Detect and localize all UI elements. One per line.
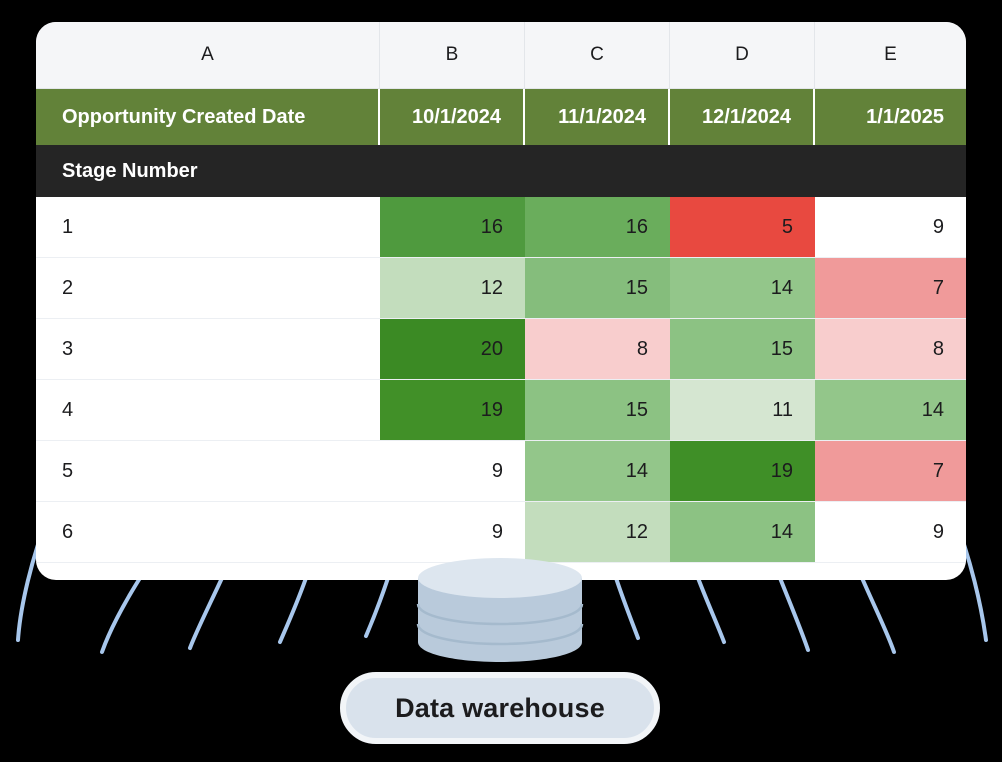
column-header-c[interactable]: C xyxy=(525,22,670,88)
value-cell[interactable]: 9 xyxy=(380,502,525,562)
column-header-d[interactable]: D xyxy=(670,22,815,88)
value-cell[interactable]: 19 xyxy=(670,441,815,501)
column-letter-row: A B C D E xyxy=(36,22,966,89)
section-header-row: Stage Number xyxy=(36,145,966,197)
value-cell[interactable]: 11 xyxy=(670,380,815,440)
value-cell[interactable]: 12 xyxy=(380,258,525,318)
cylinder-ridge-1 xyxy=(416,603,584,626)
connector-line xyxy=(188,576,224,650)
cylinder-ridge-2 xyxy=(416,623,584,646)
value-cell[interactable]: 9 xyxy=(815,197,966,257)
value-cell[interactable]: 15 xyxy=(670,319,815,379)
value-cell[interactable]: 7 xyxy=(815,258,966,318)
date-header-4: 1/1/2025 xyxy=(866,105,944,128)
spreadsheet-card: A B C D E Opportunity Created Date 10/1/… xyxy=(36,22,966,580)
connector-line xyxy=(364,576,390,638)
date-header-3: 12/1/2024 xyxy=(670,89,815,145)
stage-number-label: Stage Number xyxy=(62,159,198,182)
stage-number-cell[interactable]: 4 xyxy=(62,398,74,421)
value-cell[interactable]: 12 xyxy=(525,502,670,562)
column-header-a[interactable]: A xyxy=(36,22,380,88)
value-cell[interactable]: 14 xyxy=(525,441,670,501)
value-cell[interactable]: 8 xyxy=(525,319,670,379)
opportunity-created-date-label: Opportunity Created Date xyxy=(36,89,380,145)
cylinder-top xyxy=(418,558,582,598)
connector-line xyxy=(278,576,308,644)
value-cell[interactable]: 15 xyxy=(525,258,670,318)
connector-line xyxy=(614,576,640,640)
value-cell[interactable]: 14 xyxy=(815,380,966,440)
stage-number-cell[interactable]: 3 xyxy=(62,337,74,360)
data-warehouse-pill[interactable]: Data warehouse xyxy=(340,672,660,744)
value-cell[interactable]: 20 xyxy=(380,319,525,379)
column-header-e[interactable]: E xyxy=(884,44,897,65)
database-cylinder-icon xyxy=(416,558,584,662)
value-cell[interactable]: 15 xyxy=(525,380,670,440)
value-cell[interactable]: 9 xyxy=(815,502,966,562)
column-header-b[interactable]: B xyxy=(380,22,525,88)
value-cell[interactable]: 14 xyxy=(670,258,815,318)
title-row: Opportunity Created Date 10/1/2024 11/1/… xyxy=(36,89,966,145)
connector-line xyxy=(696,576,726,644)
connector-line xyxy=(778,576,810,652)
connector-line xyxy=(100,576,142,654)
value-cell[interactable]: 16 xyxy=(525,197,670,257)
value-cell[interactable]: 16 xyxy=(380,197,525,257)
date-header-2: 11/1/2024 xyxy=(525,89,670,145)
connector-line xyxy=(860,576,896,654)
value-cell[interactable]: 19 xyxy=(380,380,525,440)
stage-number-cell[interactable]: 5 xyxy=(62,459,74,482)
stage-number-cell[interactable]: 2 xyxy=(62,276,74,299)
value-cell[interactable]: 9 xyxy=(380,441,525,501)
value-cell[interactable]: 7 xyxy=(815,441,966,501)
stage-number-cell[interactable]: 6 xyxy=(62,520,74,543)
value-cell[interactable]: 14 xyxy=(670,502,815,562)
data-warehouse-label: Data warehouse xyxy=(395,692,605,723)
date-header-1: 10/1/2024 xyxy=(380,89,525,145)
stage-number-cell[interactable]: 1 xyxy=(62,215,74,238)
value-cell[interactable]: 8 xyxy=(815,319,966,379)
value-cell[interactable]: 5 xyxy=(670,197,815,257)
